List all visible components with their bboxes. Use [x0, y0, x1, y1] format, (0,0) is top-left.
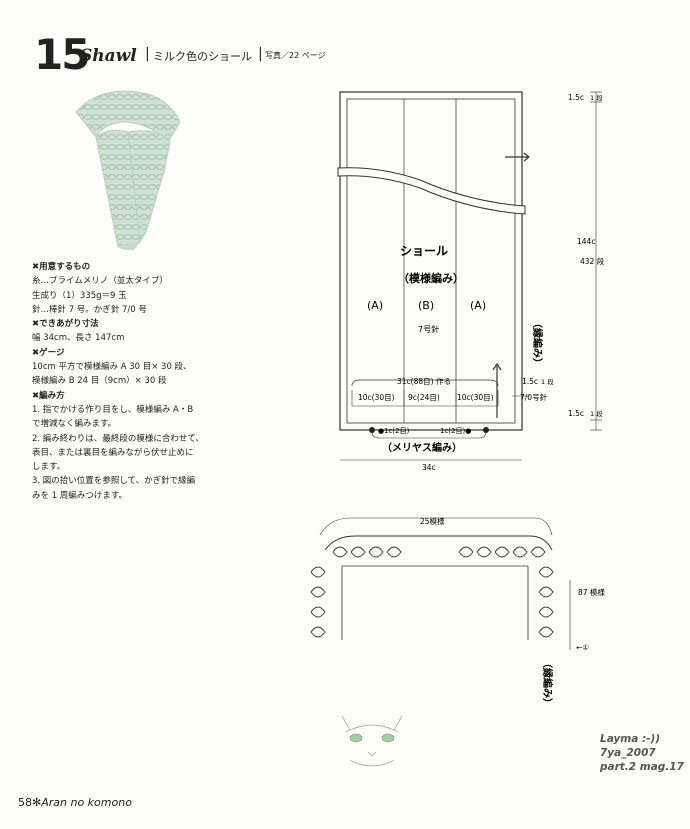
stitch-left: ●1c(2目) [378, 427, 410, 435]
outer-border [339, 91, 523, 431]
edge-label: （縁編み） [531, 318, 544, 368]
edging-loop [368, 546, 384, 558]
step-line: します。 [32, 462, 66, 473]
title-separator: | [258, 46, 263, 62]
edging-loop [310, 606, 326, 618]
repeat-side: 87 模様 [578, 587, 605, 597]
edging-chart [319, 517, 571, 650]
step-line: 2. 編み終わりは、最終段の模様に合わせて、 [32, 433, 204, 444]
shawl-label: ショール [400, 244, 448, 258]
cast-on-label: 31c(88目) 作る [397, 376, 451, 386]
color-amount: 生成り（1）335g＝9 玉 [32, 290, 127, 301]
materials-block: ✖用意するもの 糸…プライムメリノ（並太タイプ） 生成り（1）335g＝9 玉 … [32, 260, 252, 503]
section-a2: 10c(30目) [457, 393, 494, 402]
edge-dim: 1.5c [522, 377, 538, 386]
edging-loop [538, 586, 554, 598]
edging-edge-label: （縁編み） [541, 658, 554, 708]
hook-size: 7/0号針 [520, 392, 548, 402]
length-rows: 432 段 [580, 256, 605, 266]
step-line: 3. 図の拾い位置を参照して、かぎ針で縁編 [32, 476, 196, 487]
watermark-line: 7ya_2007 [600, 747, 656, 759]
top-rows: 1 段 [590, 93, 603, 102]
edging-loop [494, 546, 510, 558]
edging-loops [310, 546, 554, 638]
edging-loop [350, 546, 366, 558]
shawl-photo [75, 90, 181, 250]
gauge-line: 模様編み B 24 目（9cm）× 30 段 [32, 376, 167, 387]
watermark-line: Layma :-)) [600, 733, 661, 745]
edging-loop [538, 566, 554, 578]
size: 幅 34cm、長さ 147cm [32, 333, 125, 344]
watermark-line: part.2 mag.17 [600, 761, 684, 773]
edging-loop [512, 546, 528, 558]
edging-loop [386, 546, 402, 558]
watermark: Layma :-)) 7ya_2007 part.2 mag.17 [600, 732, 684, 774]
size-heading: ✖できあがり寸法 [32, 319, 99, 330]
step-line: 1. 指でかける作り目をし、模様編み A・B [32, 404, 194, 415]
section-b: 9c(24目) [408, 393, 440, 402]
pattern-label: （模様編み） [398, 271, 464, 285]
stockinette-label: （メリヤス編み） [382, 441, 462, 454]
section-a1: 10c(30目) [358, 393, 395, 402]
yarn: 糸…プライムメリノ（並太タイプ） [32, 276, 168, 287]
pattern-number: 15 [34, 30, 90, 79]
column-b: (B) [418, 299, 434, 312]
tools-heading: ✖用意するもの [32, 262, 91, 272]
step-line: で増減なく編みます。 [32, 419, 117, 430]
edging-loop [310, 626, 326, 638]
title-english: Shawl [80, 46, 137, 66]
edging-loop [538, 606, 554, 618]
needles: 針…棒針 7 号。かぎ針 7/0 号 [32, 304, 147, 315]
footer: 58✻Aran no komono [18, 796, 132, 809]
edging-loop [530, 546, 546, 558]
page-number: 58 [18, 796, 32, 809]
title-japanese: ミルク色のショール [153, 50, 252, 63]
bottom-rows: 1 段 [590, 409, 603, 418]
column-a-right: (A) [470, 299, 486, 312]
inner-body [346, 98, 516, 424]
edging-loop [310, 586, 326, 598]
edging-loop [310, 566, 326, 578]
photo-reference: 写真／22 ページ [265, 51, 326, 60]
gauge-heading: ✖ゲージ [32, 347, 65, 358]
edge-rows: 1 段 [541, 377, 554, 386]
step-line: みを 1 周編みつけます。 [32, 490, 127, 501]
bottom-dim: 1.5c [568, 409, 584, 418]
method-heading: ✖編み方 [32, 390, 65, 401]
book-title: ✻Aran no komono [32, 796, 132, 809]
repeat-top: 25模様 [420, 516, 445, 526]
length-label: 144c [577, 237, 595, 246]
title-separator: | [145, 46, 150, 62]
edging-loop [458, 546, 474, 558]
stitch-right: 1c(2目)● [440, 427, 471, 435]
edging-loop [476, 546, 492, 558]
step-line: 表目、または裏目を編みながら伏せ止めに [32, 447, 194, 458]
needle-size: 7号針 [418, 324, 439, 334]
top-dim: 1.5c [568, 93, 584, 102]
width-label: 34c [422, 463, 436, 472]
column-a-left: (A) [367, 299, 383, 312]
gauge-line: 10cm 平方で模様編み A 30 目× 30 段、 [32, 362, 192, 373]
edging-loop [332, 546, 348, 558]
cat-illustration [341, 715, 403, 767]
edging-loop [538, 626, 554, 638]
round-marker: ←① [576, 643, 589, 652]
